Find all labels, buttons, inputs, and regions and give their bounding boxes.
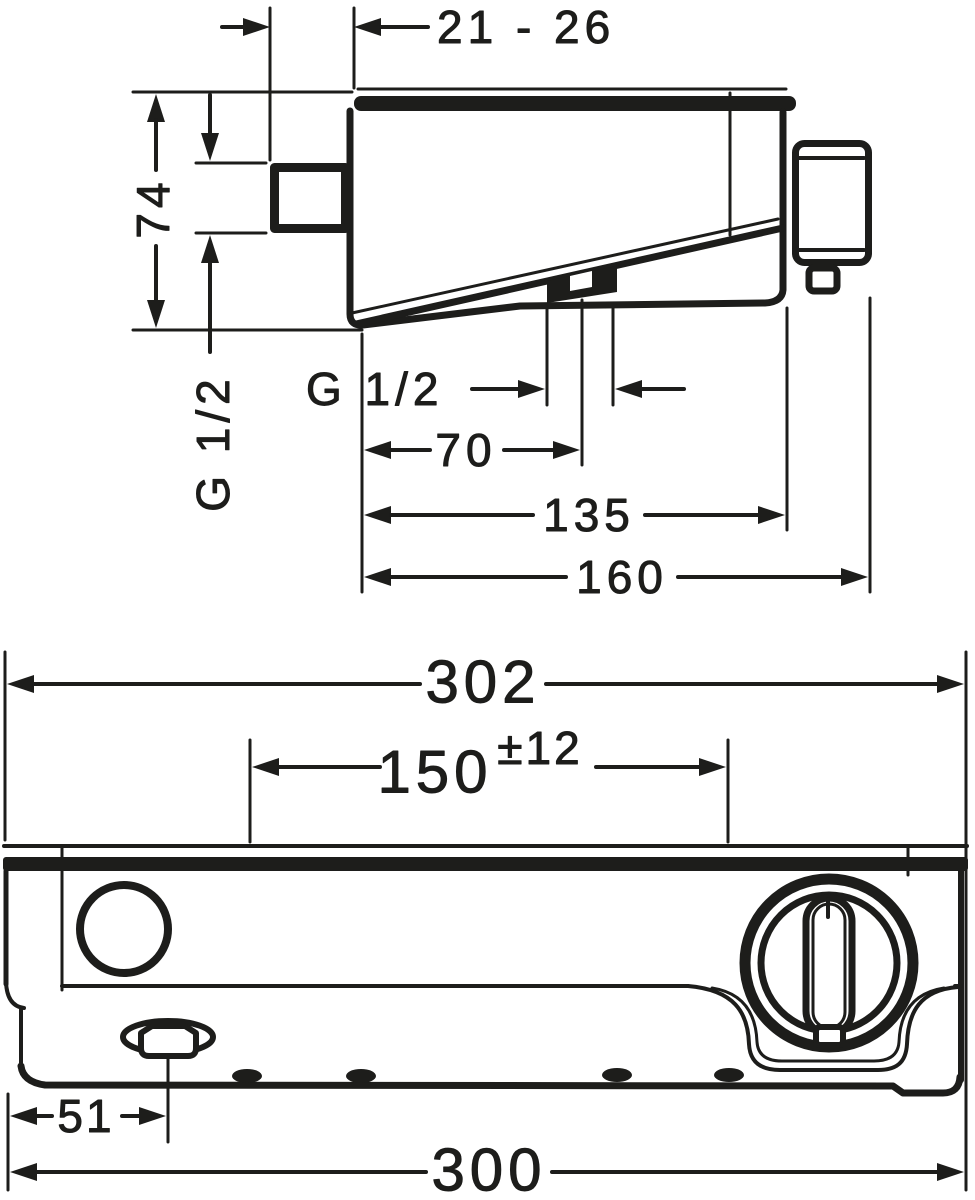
dim-outlet-thread: G 1/2 [306, 363, 686, 416]
arrow-up-icon [201, 235, 219, 263]
arrow-left-icon [364, 568, 391, 586]
side-view: 21 - 26 74 G 1/2 G 1/2 [127, 1, 872, 604]
arrow-left-icon [10, 1163, 37, 1181]
control-knob [739, 873, 919, 1053]
front-view: 302 150 ±12 [2, 648, 969, 1200]
hose-outlet-nut [138, 1023, 199, 1059]
underside-contour-outer [686, 984, 960, 1072]
dim-body-width: 300 [10, 1136, 964, 1200]
dim-overall-width-label: 302 [425, 649, 540, 716]
handle-outline [792, 140, 872, 266]
arrow-left-icon [7, 675, 34, 693]
hose-outlet [120, 1018, 216, 1059]
sloped-face-edge [352, 224, 787, 328]
dim-height-label: 74 [127, 177, 179, 238]
arrow-left-icon [615, 380, 642, 398]
arrow-down-icon [201, 133, 219, 161]
body-left-curve [4, 980, 26, 1010]
sloped-face-inner-line [350, 217, 780, 315]
select-button [76, 881, 172, 977]
dim-outlet-thread-label: G 1/2 [306, 363, 444, 415]
shelf-front [2, 844, 969, 871]
arrow-right-icon [937, 1163, 964, 1181]
handle-profile [792, 140, 872, 295]
foot-pad [232, 1069, 262, 1083]
handle-grip-nub [805, 264, 841, 295]
dim-wall-clearance: 21 - 26 [220, 1, 615, 54]
dim-inlet-thread-label: G 1/2 [187, 374, 239, 512]
hose-outlet-fitting [547, 266, 617, 303]
body-bottom-edge [17, 1062, 964, 1097]
dim-overall-width: 302 [7, 648, 964, 716]
dim-overall-depth: 160 [364, 551, 868, 604]
shelf-bar [354, 96, 796, 111]
dim-outlet-offset-label: 51 [57, 1090, 114, 1142]
shelf-profile [354, 87, 796, 111]
dim-wall-clearance-label: 21 - 26 [437, 1, 615, 53]
dim-outlet-depth-label: 70 [435, 424, 496, 476]
foot-pad [602, 1068, 632, 1082]
arrow-left-icon [364, 441, 391, 459]
foot-pad [346, 1069, 376, 1083]
dim-inlet-spacing: 150 ±12 [252, 722, 726, 806]
knob-grip-nub [813, 1024, 846, 1048]
arrow-right-icon [243, 18, 270, 36]
outlet-fitting-notch [570, 271, 592, 291]
dim-height: 74 [127, 94, 180, 328]
dim-body-depth: 135 [364, 489, 785, 542]
arrow-left-icon [354, 18, 381, 36]
dim-overall-depth-label: 160 [576, 551, 668, 603]
underside-contour-inner [710, 986, 946, 1063]
dim-inlet-spacing-label: 150 [377, 739, 492, 806]
dim-outlet-offset: 51 [10, 1090, 166, 1143]
arrow-right-icon [937, 675, 964, 693]
body-outline [346, 107, 787, 329]
arrow-up-icon [147, 94, 165, 122]
arrow-down-icon [147, 300, 165, 328]
arrow-right-icon [553, 441, 580, 459]
arrow-right-icon [758, 506, 785, 524]
arrow-left-icon [364, 506, 391, 524]
dim-inlet-spacing-tolerance-label: ±12 [497, 722, 582, 774]
dim-body-width-label: 300 [431, 1137, 546, 1200]
arrow-right-icon [699, 758, 726, 776]
arrow-left-icon [10, 1107, 37, 1125]
arrow-right-icon [139, 1107, 166, 1125]
wall-connector [270, 163, 350, 233]
dim-outlet-depth: 70 [364, 424, 580, 477]
foot-pad [714, 1068, 744, 1082]
dim-inlet-thread: G 1/2 [187, 93, 240, 512]
arrow-right-icon [841, 568, 868, 586]
arrow-right-icon [518, 380, 545, 398]
arrow-left-icon [252, 758, 279, 776]
shelf-bar [3, 857, 968, 871]
dim-body-depth-label: 135 [543, 489, 635, 541]
